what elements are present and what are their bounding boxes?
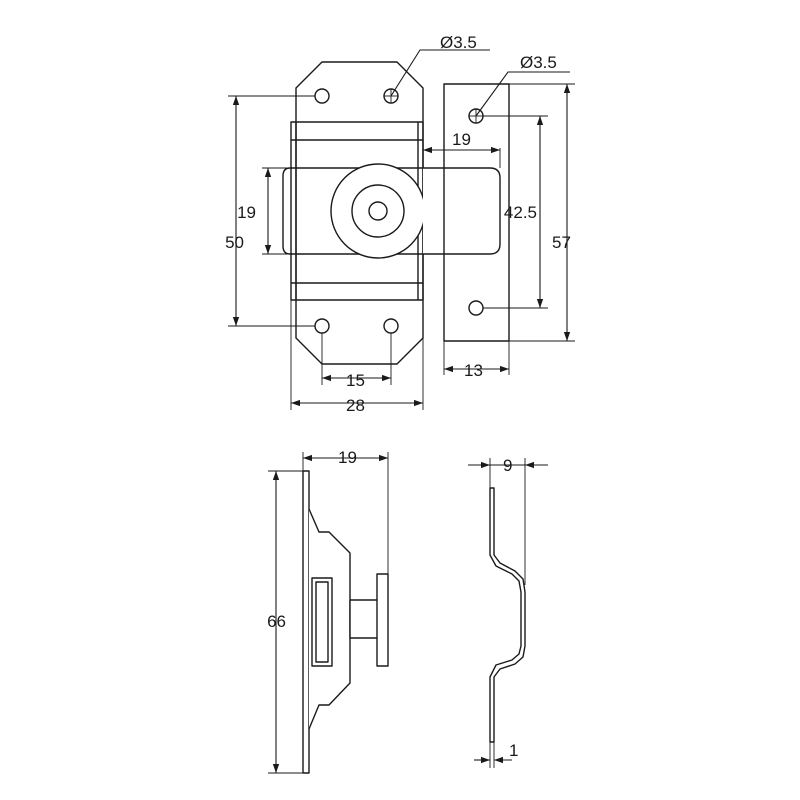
- knob-center: [368, 201, 388, 221]
- plate-height-label: 50: [225, 233, 244, 252]
- side-base-plate: [302, 470, 310, 774]
- knob-inner: [351, 184, 405, 238]
- keeper-side-view: [489, 487, 526, 743]
- knob-outer: [330, 163, 426, 259]
- side-knob-stem: [349, 599, 379, 639]
- keeper-thickness-label: 1: [509, 741, 518, 760]
- bolt-side-view: [302, 470, 389, 774]
- bolt-plate-front-view: [282, 61, 426, 365]
- bolt-travel-label: 19: [452, 130, 471, 149]
- bolt-extension: [423, 167, 501, 255]
- keeper-front-view: [423, 83, 510, 342]
- keeper-offset-label: 9: [503, 456, 512, 475]
- keeper-height-label: 57: [552, 233, 571, 252]
- side-length-label: 66: [267, 612, 286, 631]
- front-view-dimensions: Ø3.5 Ø3.5 19 19 50 42.5 57 15: [225, 33, 575, 415]
- hole-diameter-keeper-label: Ø3.5: [520, 53, 557, 72]
- plate-hole-spacing-label: 15: [346, 371, 365, 390]
- side-view-dimensions: 19 66: [267, 448, 389, 774]
- side-depth-label: 19: [338, 448, 357, 467]
- bolt-width-label: 19: [237, 203, 256, 222]
- keeper-profile: [489, 487, 526, 743]
- keeper-hole-spacing-label: 42.5: [504, 203, 537, 222]
- side-slot: [311, 577, 333, 667]
- hole-diameter-plate-label: Ø3.5: [440, 33, 477, 52]
- plate-width-label: 28: [346, 396, 365, 415]
- side-knob: [376, 573, 389, 667]
- keeper-width-label: 13: [464, 361, 483, 380]
- keeper-side-dimensions: 9 1: [468, 456, 548, 768]
